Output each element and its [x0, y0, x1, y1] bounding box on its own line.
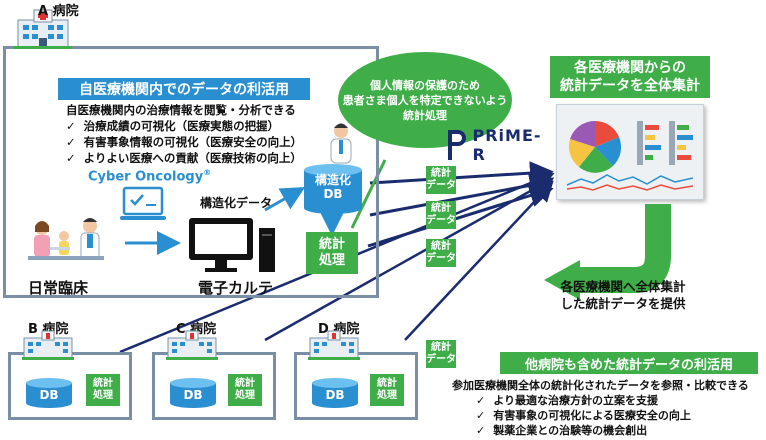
- daily-clinic-label: 日常臨床: [28, 279, 89, 297]
- stat-data-tag: 統計 データ: [426, 239, 456, 267]
- stats-line1: 統計: [235, 378, 255, 389]
- benefit-text: よりよい医療への貢献（医療技術の向上）: [83, 151, 302, 165]
- tag-line2: データ: [426, 354, 456, 365]
- tag-line2: データ: [426, 215, 456, 226]
- prime-r-mark-icon: [448, 130, 466, 160]
- hospital-a-icon: [14, 6, 72, 50]
- stats-line2: 処理: [235, 390, 255, 401]
- prime-r-name: PRiME-R: [472, 126, 542, 164]
- usage-item: ✓ 有害事象の可視化による医療安全の向上: [476, 408, 749, 423]
- stats-line1: 統計: [318, 237, 345, 252]
- monitor-icon: [185, 214, 285, 276]
- provide-text: 各医療機関へ全体集計 した統計データを提供: [548, 278, 698, 312]
- hospital-a-frame: [3, 46, 379, 298]
- hospital-a-benefits: 自医療機関内の治療情報を閲覧・分析できる ✓ 治療成績の可視化（医療実態の把握）…: [66, 102, 302, 166]
- check-icon: ✓: [66, 151, 76, 165]
- usage-subtitle: 参加医療機関全体の統計化されたデータを参照・比較できる: [452, 379, 749, 392]
- tag-line1: 統計: [431, 168, 451, 179]
- arrow-emr-db: [264, 187, 306, 212]
- usage-text: 有害事象の可視化による医療安全の向上: [493, 409, 691, 422]
- hospital-icon: [22, 330, 74, 360]
- tag-line2: データ: [426, 180, 456, 191]
- privacy-line3: 統計処理: [403, 108, 447, 122]
- doctor-icon: [80, 218, 100, 260]
- tag-line1: 統計: [431, 342, 451, 353]
- stats-line1: 統計: [93, 378, 113, 389]
- hospital-d-stats: 統計 処理: [370, 374, 404, 406]
- stat-data-tag: 統計 データ: [426, 201, 456, 229]
- dashboard-icon: [556, 104, 704, 200]
- tag-line1: 統計: [431, 241, 451, 252]
- hospital-a-banner: 自医療機関内でのデータの利活用: [58, 78, 310, 100]
- prime-r-logo: PRiME-R: [444, 126, 550, 164]
- structured-data-label: 構造化データ: [200, 196, 273, 210]
- usage-list: 参加医療機関全体の統計化されたデータを参照・比較できる ✓ より最適な治療方針の…: [452, 378, 749, 438]
- hospital-c-db: DB: [170, 378, 216, 408]
- hospital-c-stats: 統計 処理: [228, 374, 262, 406]
- usage-text: より最適な治療方針の立案を支援: [493, 394, 658, 407]
- hospital-a-subtitle: 自医療機関内の治療情報を閲覧・分析できる: [66, 103, 296, 117]
- provide-curve-arrow: [544, 204, 671, 300]
- laptop-icon: [120, 186, 166, 224]
- usage-banner: 他病院も含めた統計データの利活用: [500, 352, 758, 374]
- db-label: DB: [325, 388, 345, 402]
- arrow-bubble-stats: [350, 159, 387, 229]
- benefit-item: ✓ よりよい医療への貢献（医療技術の向上）: [66, 150, 302, 166]
- stats-line1: 統計: [377, 378, 397, 389]
- stats-line2: 処理: [93, 390, 113, 401]
- benefit-text: 治療成績の可視化（医療実態の把握）: [83, 119, 280, 133]
- hospital-icon: [166, 330, 218, 360]
- hospital-b-label: B 病院: [28, 322, 69, 337]
- provide-line2: した統計データを提供: [560, 296, 686, 311]
- usage-text: 製薬企業との治験等の機会創出: [493, 424, 648, 437]
- tag-line1: 統計: [431, 203, 451, 214]
- cyber-oncology-name: Cyber Oncology: [88, 169, 204, 185]
- stats-processing-a: 統計 処理: [306, 232, 358, 274]
- clinic-illustration: [20, 214, 112, 274]
- check-icon: ✓: [476, 409, 486, 422]
- hospital-b-stats: 統計 処理: [86, 374, 120, 406]
- aggregate-line1: 各医療機関からの: [574, 60, 686, 76]
- db-label: DB: [183, 388, 203, 402]
- hospital-icon: [308, 330, 360, 360]
- hospital-b-db: DB: [26, 378, 72, 408]
- structured-db-cylinder: 構造化 DB: [304, 164, 362, 214]
- aggregate-line2: 統計データを全体集計: [560, 78, 700, 94]
- privacy-line1: 個人情報の保護のため: [370, 78, 480, 92]
- stat-data-tag: 統計 データ: [426, 166, 456, 194]
- check-icon: ✓: [66, 135, 76, 149]
- stats-line2: 処理: [377, 390, 397, 401]
- stats-line2: 処理: [318, 253, 345, 268]
- cyber-oncology-label: Cyber Oncology®: [88, 168, 211, 184]
- arrow-a-db: [369, 161, 554, 186]
- benefit-text: 有害事象情報の可視化（医療安全の向上）: [83, 135, 303, 149]
- privacy-line2: 患者さま個人を特定できないよう: [342, 93, 508, 107]
- provide-line1: 各医療機関へ全体集計: [560, 279, 686, 294]
- usage-item: ✓ より最適な治療方針の立案を支援: [476, 393, 749, 408]
- stat-data-tag: 統計 データ: [426, 340, 456, 368]
- hospital-a-label: A 病院: [38, 4, 79, 19]
- registered-mark: ®: [203, 168, 212, 177]
- db-label: DB: [39, 388, 59, 402]
- tag-line2: データ: [426, 253, 456, 264]
- arrow-d: [404, 181, 554, 341]
- emr-label: 電子カルテ: [198, 279, 274, 297]
- benefit-item: ✓ 有害事象情報の可視化（医療安全の向上）: [66, 134, 302, 150]
- structured-db-line2: DB: [323, 187, 343, 201]
- structured-db-line1: 構造化: [314, 173, 351, 187]
- doctor-icon: [326, 122, 356, 166]
- arrow-c: [264, 177, 555, 342]
- privacy-bubble: 個人情報の保護のため 患者さま個人を特定できないよう 統計処理: [338, 52, 512, 148]
- hospital-d-db: DB: [312, 378, 358, 408]
- aggregate-banner: 各医療機関からの 統計データを全体集計: [550, 56, 710, 98]
- usage-item: ✓ 製薬企業との治験等の機会創出: [476, 423, 749, 438]
- benefit-item: ✓ 治療成績の可視化（医療実態の把握）: [66, 118, 302, 134]
- check-icon: ✓: [66, 119, 76, 133]
- check-icon: ✓: [476, 424, 486, 437]
- check-icon: ✓: [476, 394, 486, 407]
